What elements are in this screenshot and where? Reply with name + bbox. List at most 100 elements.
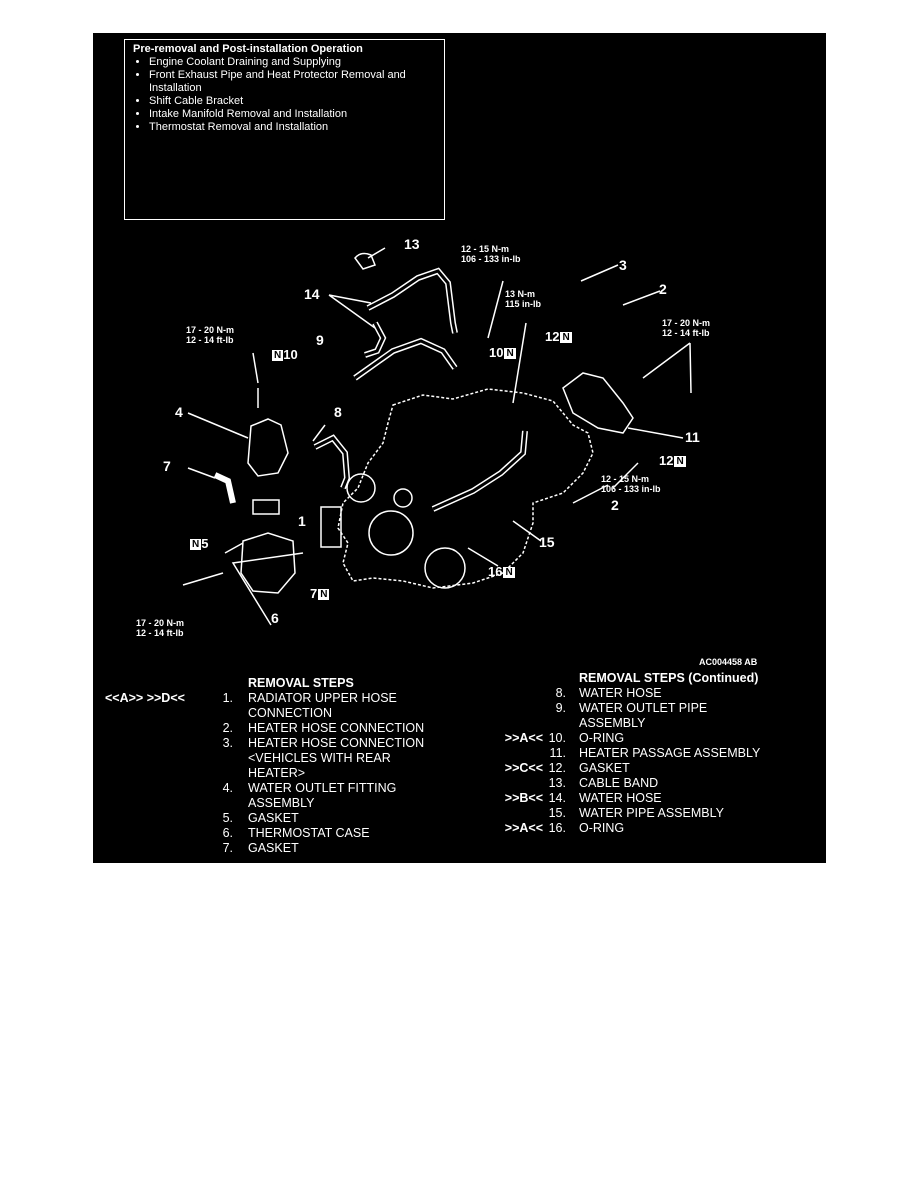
pre-removal-item: Thermostat Removal and Installation (149, 121, 436, 134)
leader-line (467, 547, 499, 567)
step-row: HEATER> (248, 766, 306, 780)
n-marker: N (272, 350, 284, 361)
leader-line (580, 264, 619, 282)
callout-7: 7 (163, 458, 171, 474)
step-row: 8.WATER HOSE (555, 686, 662, 700)
leader-line (512, 322, 527, 404)
leader-line (252, 352, 259, 384)
removal-steps-title: REMOVAL STEPS (248, 676, 354, 690)
leader-line (224, 542, 244, 554)
pulley-circle (424, 547, 466, 589)
leader-line (627, 427, 684, 439)
figure-code: AC004458 AB (699, 657, 758, 667)
pre-removal-title: Pre-removal and Post-installation Operat… (133, 43, 363, 55)
leader-line (231, 552, 304, 626)
pre-removal-item: Engine Coolant Draining and Supplying (149, 56, 436, 69)
step-row: 15.WATER PIPE ASSEMBLY (548, 806, 724, 820)
leader-line (512, 520, 542, 542)
step-row: >>C<<12.GASKET (504, 761, 630, 775)
step-row: 13.CABLE BAND (548, 776, 659, 790)
step-row: 3.HEATER HOSE CONNECTION (222, 736, 425, 750)
water-hose-14b-inner (364, 322, 385, 357)
hose-7 (213, 472, 236, 504)
leader-line (187, 467, 216, 479)
n-marker: N (503, 567, 515, 578)
n-marker: N (190, 539, 202, 550)
step-row: 4.WATER OUTLET FITTING (222, 781, 397, 795)
removal-steps-continued: REMOVAL STEPS (Continued) 8.WATER HOSE 9… (483, 671, 761, 836)
gasket-5 (252, 499, 280, 515)
callout-8: 8 (334, 404, 342, 420)
pre-removal-item: Intake Manifold Removal and Installation (149, 108, 436, 121)
water-pipe-15-inner (432, 430, 527, 511)
engine-block-outline (337, 388, 594, 589)
pulley-circle (393, 488, 413, 508)
step-row: <<A>> >>D<<1.RADIATOR UPPER HOSE (105, 691, 397, 705)
pulley-circle (346, 473, 376, 503)
step-row: 7.GASKET (222, 841, 299, 855)
n-marker: N (560, 332, 572, 343)
callout-2b: 2 (611, 497, 619, 513)
callout-14: 14 (304, 286, 320, 302)
leader-line (487, 280, 504, 339)
leader-line (312, 424, 326, 442)
step-row: 9.WATER OUTLET PIPE (555, 701, 708, 715)
callout-9: 9 (316, 332, 324, 348)
step-row: 2.HEATER HOSE CONNECTION (222, 721, 425, 735)
gasket-7 (320, 506, 342, 548)
leader-line (612, 462, 639, 489)
callout-4: 4 (175, 404, 183, 420)
step-row: >>A<<16.O-RING (504, 821, 625, 835)
exploded-parts-drawing (182, 247, 692, 626)
water-pipe-15 (431, 430, 528, 512)
n-marker: N (674, 456, 686, 467)
leader-line (367, 247, 386, 259)
step-row: ASSEMBLY (248, 796, 315, 810)
removal-steps-continued-title: REMOVAL STEPS (Continued) (579, 671, 759, 685)
pre-removal-box: Pre-removal and Post-installation Operat… (124, 39, 445, 220)
leader-line (187, 412, 249, 439)
pre-removal-list: Engine Coolant Draining and Supplying Fr… (133, 56, 436, 134)
thermostat-case (240, 532, 296, 594)
callout-1: 1 (298, 513, 306, 529)
heater-passage-assembly (562, 372, 634, 434)
leader-line (622, 290, 661, 306)
water-hose-14-inner (367, 269, 457, 334)
callout-11: 11 (685, 429, 700, 445)
bolt (182, 572, 224, 586)
leader-line (642, 342, 692, 394)
pre-removal-item: Front Exhaust Pipe and Heat Protector Re… (149, 69, 436, 95)
step-row: 5.GASKET (222, 811, 299, 825)
step-row: 6.THERMOSTAT CASE (222, 826, 370, 840)
leader-line (328, 294, 376, 329)
cable-band-13 (354, 252, 376, 270)
step-row: >>B<<14.WATER HOSE (504, 791, 662, 805)
water-outlet-fitting (247, 418, 289, 477)
exploded-diagram-figure: Pre-removal and Post-installation Operat… (93, 33, 826, 863)
step-row: >>A<<10.O-RING (504, 731, 625, 745)
leader-line (572, 484, 609, 504)
pulley-circle (368, 510, 414, 556)
callout-2: 2 (659, 281, 667, 297)
water-hose-8-inner (314, 436, 349, 489)
callout-6: 6 (271, 610, 279, 626)
step-row: <VEHICLES WITH REAR (248, 751, 391, 765)
callout-15: 15 (539, 534, 555, 550)
pre-removal-item: Shift Cable Bracket (149, 95, 436, 108)
water-outlet-pipe-inner (354, 339, 457, 380)
n-marker: N (504, 348, 516, 359)
callout-3: 3 (619, 257, 627, 273)
